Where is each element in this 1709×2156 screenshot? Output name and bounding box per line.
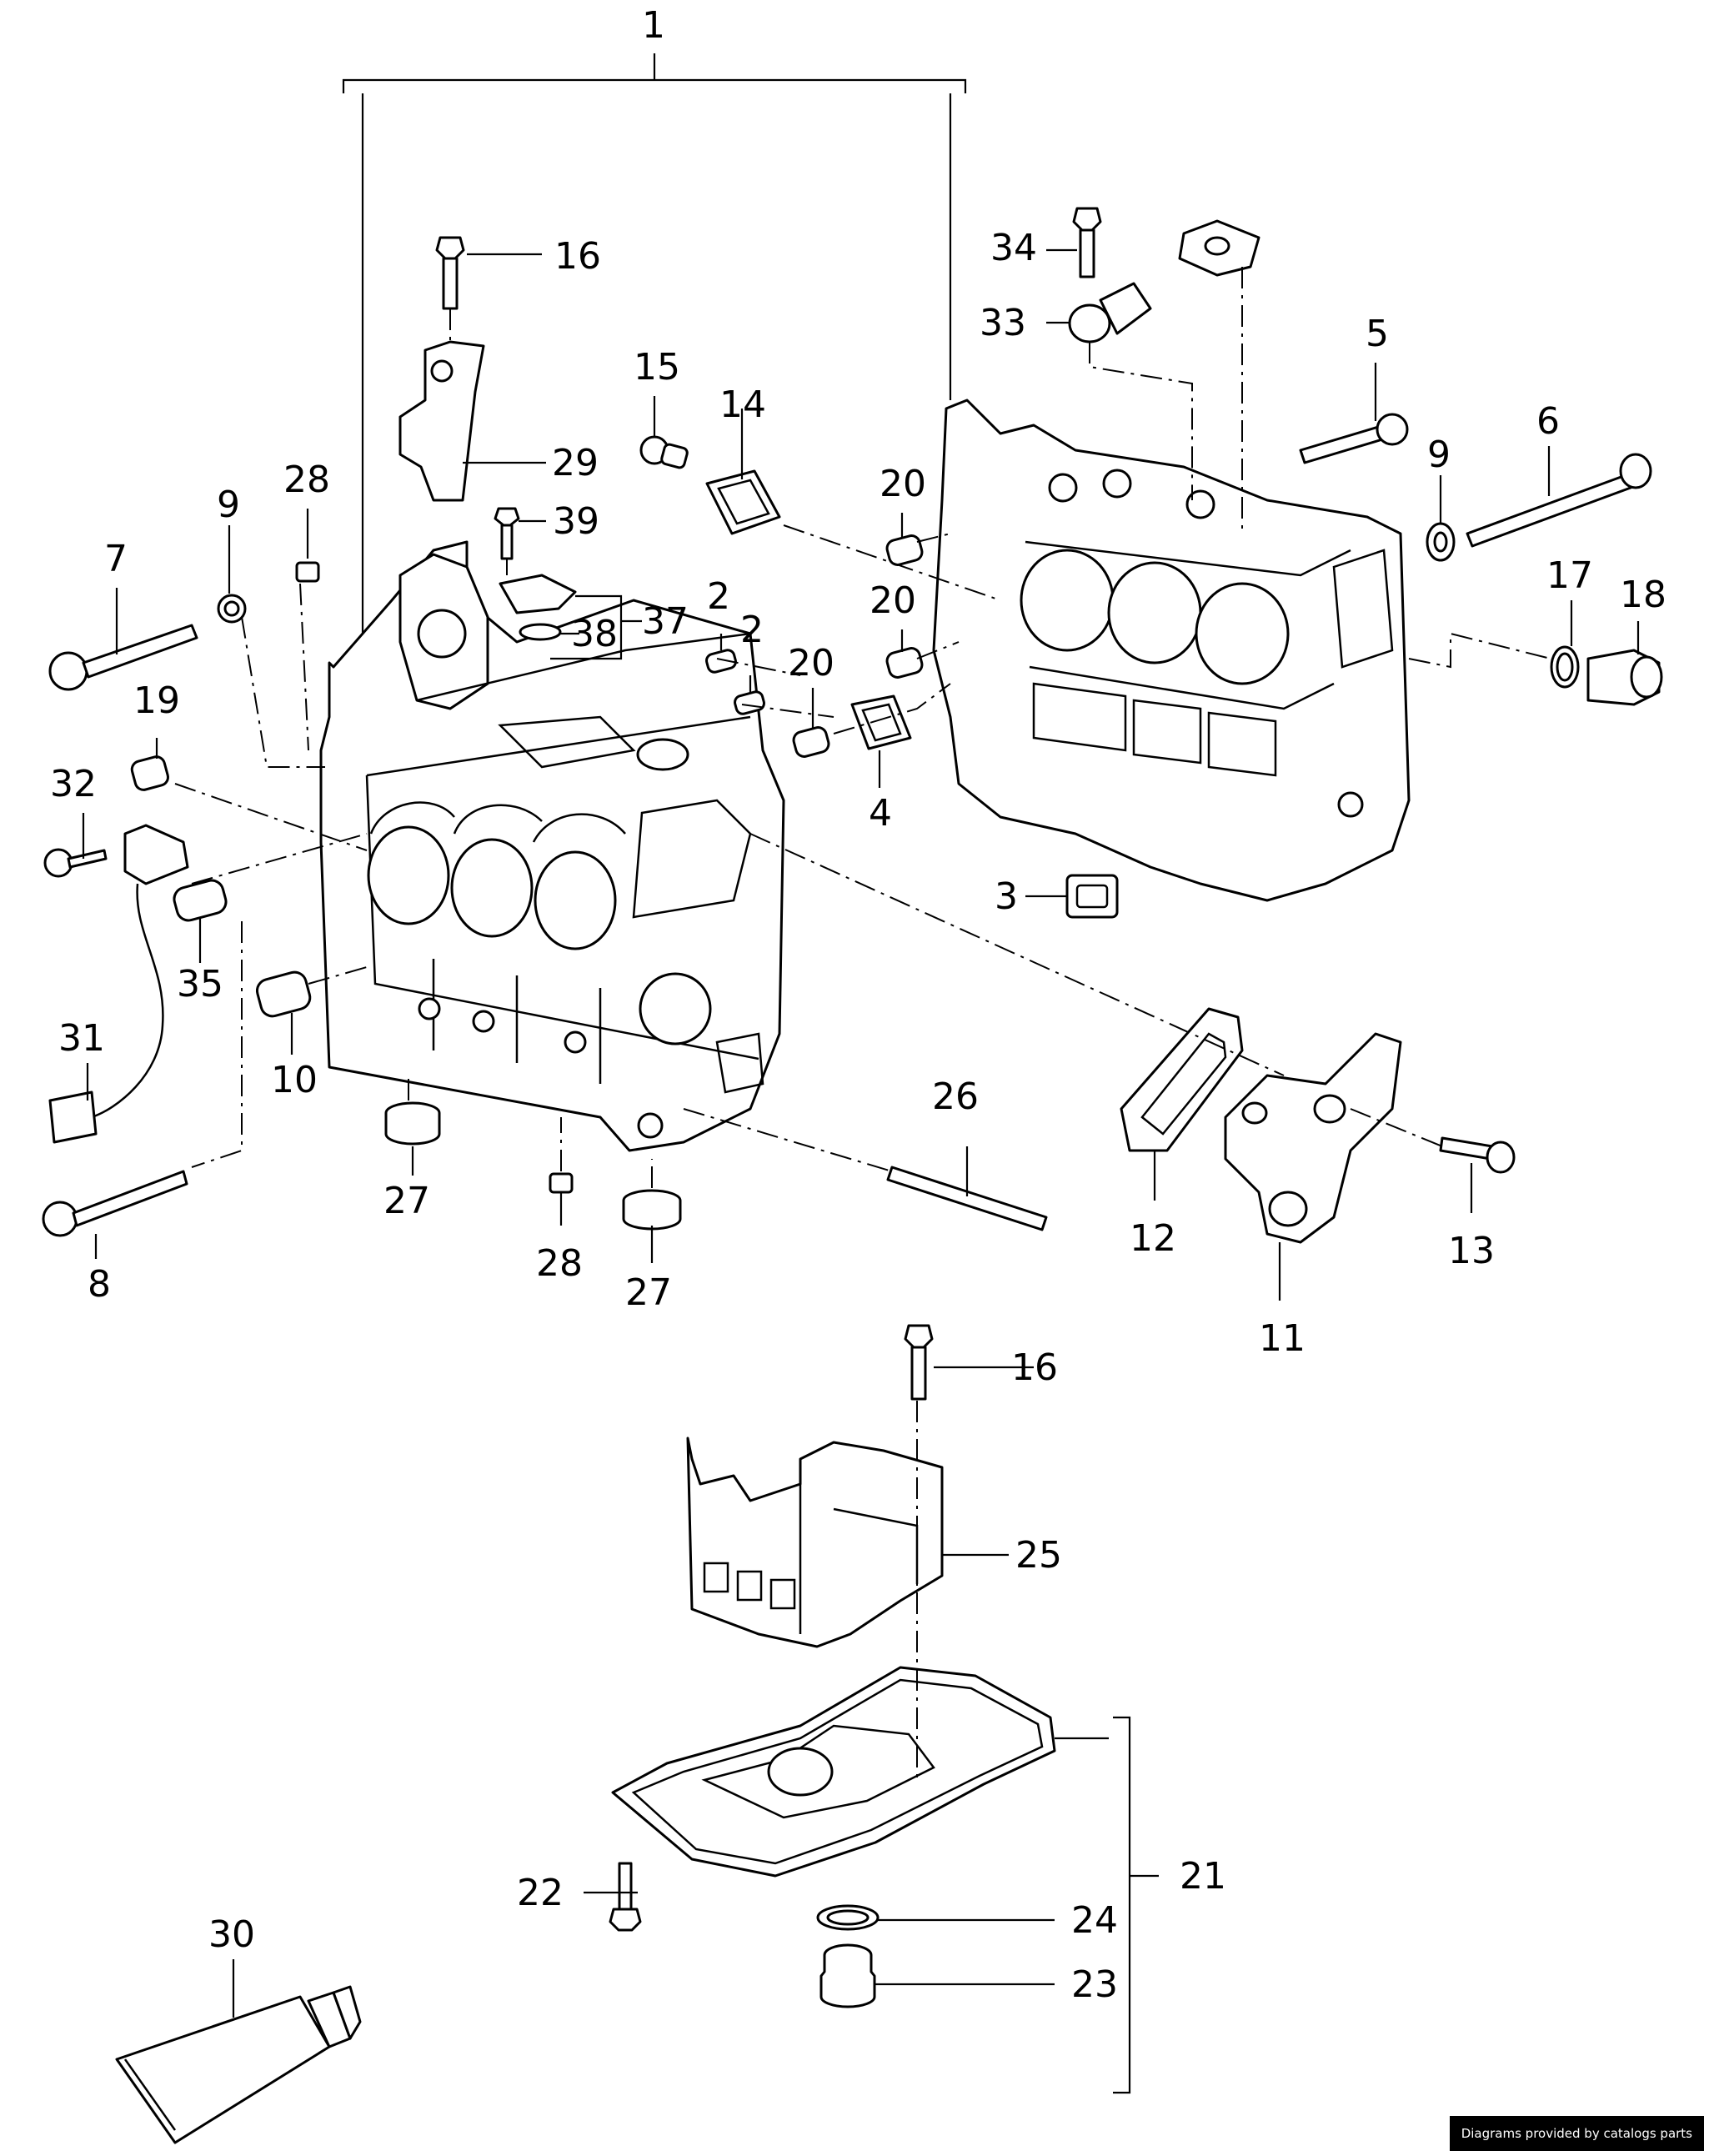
plug-27-left [384,1101,441,1146]
callout-28a: 28 [283,459,330,501]
callout-21: 21 [1180,1855,1226,1898]
sleeve-20-top [885,534,924,566]
callout-15: 15 [634,346,680,389]
drain-plug-23 [819,1943,876,2008]
left-crankcase-half [319,540,785,1152]
bolt-16-top [435,236,465,310]
callout-38: 38 [571,613,618,655]
cover-37 [499,574,577,614]
callout-27b: 27 [625,1271,672,1314]
o-ring-38 [519,623,562,641]
dowel-2b [734,690,765,715]
callout-20c: 20 [880,463,926,505]
callout-32: 32 [50,763,97,805]
sleeve-20-mid [885,647,924,679]
callout-11: 11 [1259,1317,1306,1360]
sealant-tube-30 [115,1985,362,2144]
callout-2a: 2 [707,575,730,618]
callout-31: 31 [58,1017,105,1060]
flange-top-right [1178,219,1260,277]
bolt-34 [1072,207,1102,278]
gasket-12 [1120,1007,1244,1152]
callout-13: 13 [1448,1230,1495,1272]
o-ring-17 [1550,645,1580,689]
bolt-5 [1299,413,1409,464]
sleeve-35 [173,879,228,922]
callout-16a: 16 [554,235,601,278]
callout-18: 18 [1620,574,1666,616]
callout-27a: 27 [383,1180,430,1222]
plug-27-right [622,1189,682,1231]
callout-20b: 20 [870,579,916,622]
callout-28b: 28 [536,1242,583,1285]
callout-37: 37 [642,600,689,643]
plug-15 [639,435,689,469]
plug-18 [1586,649,1663,706]
callout-1: 1 [642,4,665,47]
gasket-3 [1065,874,1119,919]
callout-39: 39 [553,500,599,543]
callout-35: 35 [177,963,223,1005]
callout-30: 30 [208,1913,255,1956]
bolt-8 [42,1170,188,1237]
callout-34: 34 [990,227,1037,269]
dowel-2a [705,649,737,674]
callout-7: 7 [104,538,128,580]
leader-lines [82,248,1640,2094]
callout-5: 5 [1366,313,1389,355]
oil-pan-21 [611,1666,1056,1878]
callout-26: 26 [932,1075,979,1118]
bolt-32 [43,848,108,878]
stud-26 [886,1166,1048,1231]
gasket-4 [850,694,912,750]
callout-14: 14 [719,384,766,426]
bracket-29 [398,340,485,502]
callout-22: 22 [517,1872,564,1914]
callout-17: 17 [1546,554,1593,597]
bolt-16-lower [904,1324,934,1401]
callout-8: 8 [88,1263,111,1306]
callout-29: 29 [552,442,599,484]
callout-3: 3 [995,875,1018,918]
cover-plate-14 [705,469,781,535]
seal-ring-24 [816,1904,880,1931]
bolt-13 [1439,1136,1516,1174]
assembly-bracket-1 [342,53,967,650]
sleeve-20-left [792,726,830,758]
callout-33: 33 [980,302,1026,344]
diagram-credit: Diagrams provided by catalogs parts [1449,2116,1704,2151]
plug-28-bottom [549,1172,574,1194]
bracket-11 [1224,1032,1402,1244]
sensor-31 [48,824,189,1144]
alignment-lines [174,267,1551,1784]
callout-24: 24 [1071,1899,1118,1942]
callout-23: 23 [1071,1963,1118,2006]
sleeve-10 [255,970,312,1018]
bolt-7 [48,624,198,691]
oil-baffle-25 [686,1436,944,1648]
callout-9a: 9 [217,484,240,526]
callout-12: 12 [1130,1217,1176,1260]
bolt-6 [1466,453,1652,548]
plug-28-top [295,561,320,583]
callout-25: 25 [1015,1534,1062,1577]
callout-16b: 16 [1011,1346,1058,1389]
bolt-39 [494,507,520,560]
callout-6: 6 [1536,400,1560,443]
bolt-22 [609,1862,642,1932]
right-crankcase-half [932,399,1411,902]
callout-2b: 2 [740,609,764,651]
dowel-19 [130,755,169,791]
washer-9-left [217,594,247,624]
sensor-33 [1068,282,1152,343]
callout-4: 4 [869,792,892,835]
washer-9-right [1426,522,1456,562]
callout-19: 19 [133,679,180,722]
callout-labels: 1 2 2 3 4 5 6 7 8 9 9 10 11 12 13 14 15 … [50,4,1666,2006]
callout-20a: 20 [788,642,834,684]
callout-9b: 9 [1427,434,1451,476]
callout-10: 10 [271,1059,318,1101]
